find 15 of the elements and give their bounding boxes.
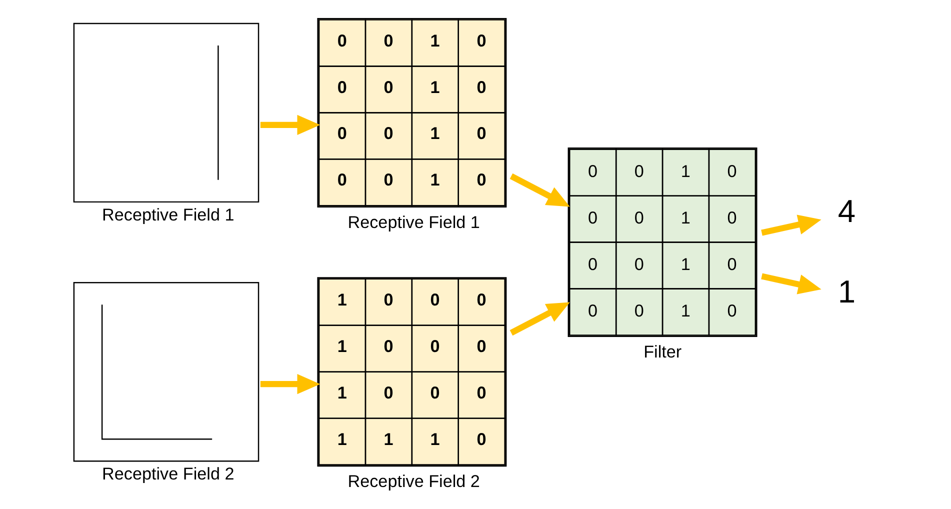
arrow — [260, 114, 320, 135]
node-text: 1 — [838, 274, 856, 310]
arrow — [761, 273, 822, 294]
node-label: Filter — [644, 342, 682, 362]
node-label: Receptive Field 1 — [348, 212, 480, 232]
node-text: 4 — [838, 192, 856, 229]
node-picture — [73, 282, 260, 462]
arrow — [510, 173, 570, 207]
node-label: Receptive Field 1 — [102, 206, 234, 225]
node-picture — [73, 22, 260, 203]
arrow — [260, 374, 320, 394]
node-label: Receptive Field 2 — [348, 472, 480, 491]
arrow — [510, 302, 570, 336]
arrow — [761, 214, 822, 236]
node-label: Receptive Field 2 — [102, 464, 234, 484]
